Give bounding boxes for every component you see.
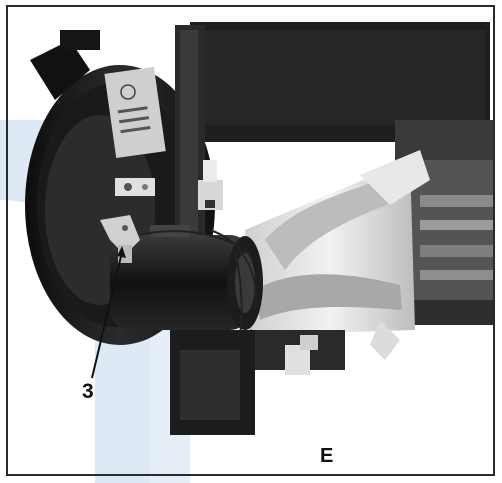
caption-area [190,435,490,475]
small-plate [115,178,155,196]
igniter-cylinder [110,225,263,330]
callout-label: 3 [82,380,94,403]
rating-label [104,66,166,159]
figure-frame [6,5,495,476]
blower-assembly [245,150,430,360]
panel-label: E [320,445,334,467]
bottom-bracket [170,330,345,435]
callout-arrow [91,246,126,379]
connector-block [198,160,223,210]
